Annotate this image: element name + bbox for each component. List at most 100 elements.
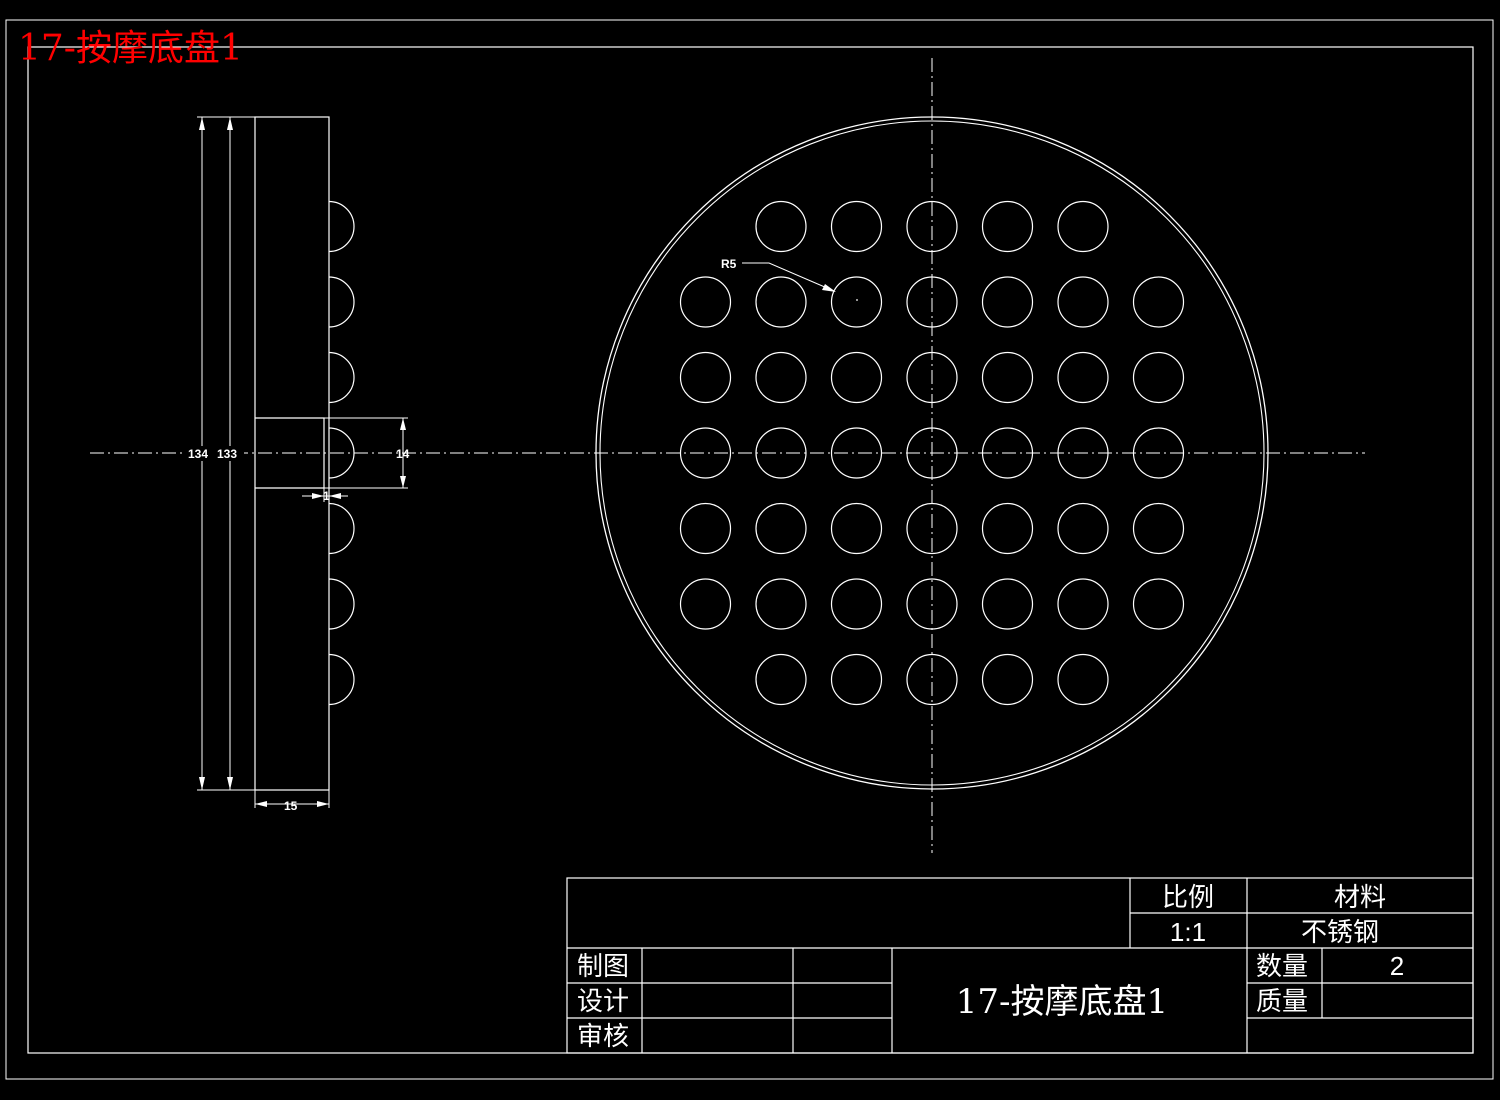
bump-group [328,200,355,706]
massage-hole [755,502,807,555]
arrow-15-left [255,801,267,807]
dim-15-text: 15 [284,799,298,813]
arrow-14-top [400,418,406,430]
massage-hole [906,351,958,404]
title-block [566,877,1474,1054]
watermark-title: 17-按摩底盘1 [18,28,243,69]
massage-hole [1057,502,1109,555]
r5-leader-line [742,262,835,292]
massage-bump [328,502,355,555]
massage-hole [981,276,1034,328]
massage-hole [830,653,883,706]
massage-hole [906,502,958,555]
massage-hole [830,578,883,630]
side-view-dim-texts: 134 133 14 15 1 [186,446,410,813]
massage-hole [981,427,1034,479]
massage-hole [679,276,732,328]
massage-bump [328,276,355,328]
massage-hole [1132,578,1185,630]
massage-hole [1132,276,1185,328]
massage-bump [328,351,355,404]
material-value: 不锈钢 [1301,917,1379,947]
massage-hole [1132,427,1185,479]
massage-bump [328,578,355,630]
massage-hole [1132,351,1185,404]
massage-hole [830,276,883,328]
center-pocket [255,417,325,489]
arrow-134-bottom [199,777,205,790]
massage-hole [830,351,883,404]
title-block-texts: 比例 1:1 材料 不锈钢 制图 设计 审核 数量 2 质量 [577,882,1404,1051]
massage-hole [1057,578,1109,630]
massage-hole [981,200,1034,253]
side-view [197,116,408,808]
massage-hole [1057,276,1109,328]
massage-hole [679,578,732,630]
massage-hole [906,427,958,479]
scale-label: 比例 [1162,882,1214,912]
massage-hole [981,578,1034,630]
hole-center-mark [856,299,858,301]
scale-value: 1:1 [1170,917,1206,947]
massage-hole [830,427,883,479]
outer-frame [5,19,1494,1080]
massage-hole [679,502,732,555]
title-block-border [566,877,1474,1054]
massage-hole [830,200,883,253]
massage-hole [755,200,807,253]
reviewed-by-label: 审核 [577,1021,629,1051]
massage-hole [755,276,807,328]
mass-label: 质量 [1256,986,1308,1016]
dim-14-text: 14 [396,447,410,461]
quantity-label: 数量 [1256,951,1308,981]
center-lines [90,58,1365,853]
massage-hole [1057,351,1109,404]
massage-hole [1057,200,1109,253]
arrow-14-bottom [400,476,406,488]
arrow-1-left [312,493,324,499]
part-name: 17-按摩底盘1 [956,982,1168,1022]
arrow-133-top [227,117,233,130]
massage-hole [1057,653,1109,706]
massage-hole [906,276,958,328]
massage-hole [981,502,1034,555]
massage-hole [906,653,958,706]
massage-hole [755,351,807,404]
massage-hole [906,578,958,630]
massage-hole [1132,502,1185,555]
arrow-1-right [329,493,341,499]
massage-hole [830,502,883,555]
massage-bump [328,427,355,479]
dim-133-text: 133 [217,447,237,461]
massage-hole [679,351,732,404]
dim-text-mask [186,446,244,461]
quantity-value: 2 [1390,951,1404,981]
drawn-by-label: 制图 [577,951,629,981]
arrowheads [199,117,406,807]
hole-grid [679,200,1185,706]
side-view-body [254,116,330,791]
massage-hole [755,427,807,479]
arrow-133-bottom [227,777,233,790]
material-label: 材料 [1334,882,1386,912]
plate-outer-circle [595,116,1269,790]
massage-hole [1057,427,1109,479]
dim-134-text: 134 [188,447,208,461]
massage-bump [328,653,355,706]
massage-bump [328,200,355,253]
arrow-134-top [199,117,205,130]
massage-hole [981,653,1034,706]
arrow-15-right [317,801,329,807]
massage-hole [755,578,807,630]
r5-leader-arrow [822,284,836,292]
massage-hole [679,427,732,479]
designed-by-label: 设计 [577,986,629,1016]
r5-label: R5 [721,257,737,271]
massage-hole [906,200,958,253]
massage-hole [755,653,807,706]
plate-inner-circle [599,120,1265,786]
massage-hole [981,351,1034,404]
dim-1-text: 1 [323,489,330,503]
